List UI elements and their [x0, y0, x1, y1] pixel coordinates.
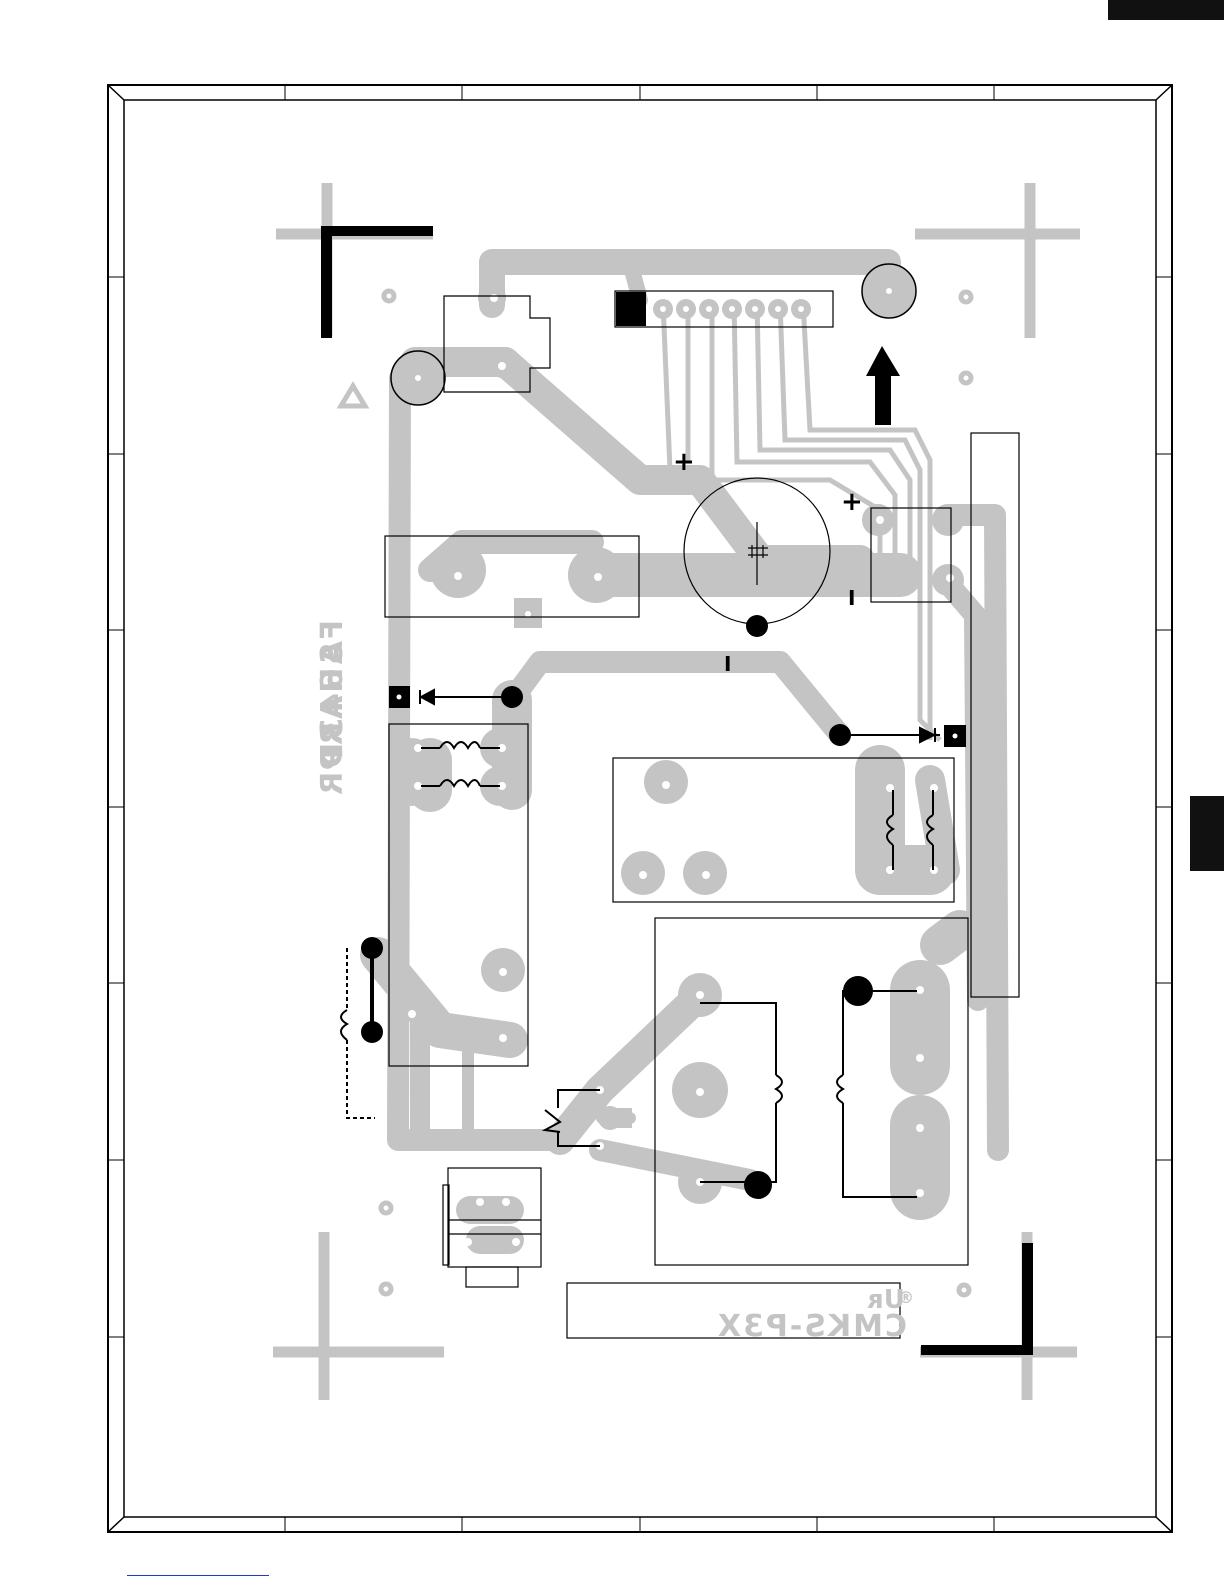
terminal-dot-holes — [397, 695, 958, 739]
minus-marker-lower: I — [724, 652, 731, 676]
direction-arrow-icon — [866, 346, 900, 425]
plus-marker-upper: + — [673, 447, 695, 477]
silkscreen-brand — [341, 386, 365, 406]
board-posts — [391, 264, 916, 405]
plus-marker-right: + — [841, 487, 863, 517]
terminal-dots — [361, 615, 966, 1199]
minus-marker-right: I — [848, 586, 855, 610]
registered-mark: ® — [898, 1288, 914, 1307]
model-text: FA643DR — [315, 620, 350, 799]
warning-triangle-icon — [341, 386, 365, 406]
